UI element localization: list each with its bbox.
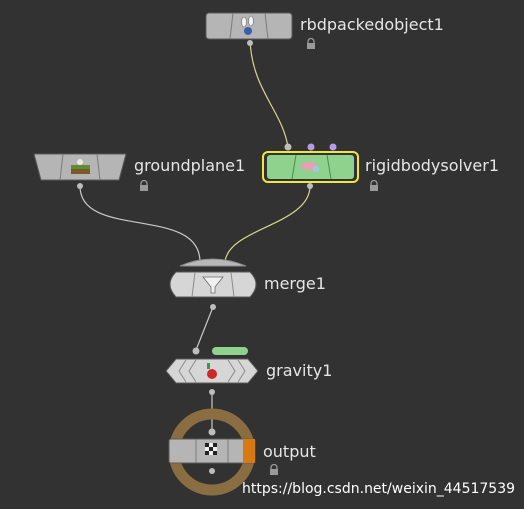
output-connector[interactable] (210, 304, 216, 310)
node-chevrons (178, 359, 187, 383)
node-divider (229, 12, 234, 40)
node-label-rbdpackedobject[interactable]: rbdpackedobject1 (300, 15, 444, 34)
node-label-merge[interactable]: merge1 (264, 274, 326, 293)
node-label-output[interactable]: output (263, 442, 316, 461)
node-output[interactable] (168, 408, 256, 496)
input-connector[interactable] (329, 143, 337, 151)
output-connector[interactable] (307, 183, 313, 189)
output-connector[interactable] (209, 389, 215, 395)
input-bar[interactable] (179, 258, 247, 267)
node-merge[interactable] (169, 258, 257, 310)
wire-groundplane-to-merge[interactable] (79, 185, 201, 263)
output-connector[interactable] (209, 468, 215, 474)
watermark: https://blog.csdn.net/weixin_44517539 (242, 481, 516, 497)
input-connector[interactable] (192, 347, 200, 355)
checkered-flag-icon (205, 443, 217, 455)
wire-solver-to-merge[interactable] (224, 185, 311, 263)
node-chevrons (188, 359, 197, 383)
node-divider (191, 271, 196, 298)
node-gravity[interactable] (165, 347, 259, 395)
input-connector[interactable] (208, 428, 216, 436)
output-connector[interactable] (247, 40, 253, 46)
node-rigidbodysolver[interactable] (262, 143, 359, 190)
lock-icon[interactable] (268, 464, 280, 476)
bowling-pins-icon (241, 15, 254, 35)
node-divider (59, 153, 64, 181)
node-divider (264, 12, 269, 40)
node-chevrons (227, 359, 236, 383)
rigid-body-solver-icon (301, 162, 319, 172)
output-connector[interactable] (77, 183, 83, 189)
node-body[interactable] (205, 12, 293, 40)
output-flag[interactable] (243, 439, 255, 463)
node-divider (230, 271, 235, 298)
wire-merge-to-gravity[interactable] (195, 306, 214, 351)
input-connector[interactable] (284, 143, 292, 151)
gravity-apple-icon (207, 363, 217, 379)
input-bar[interactable] (212, 347, 248, 355)
node-label-rigidbodysolver[interactable]: rigidbodysolver1 (365, 156, 499, 175)
node-label-gravity[interactable]: gravity1 (266, 361, 333, 380)
node-groundplane[interactable] (33, 153, 127, 189)
funnel-icon (202, 276, 224, 294)
ground-plane-icon (71, 159, 90, 174)
lock-icon[interactable] (305, 38, 317, 50)
node-rbdpackedobject[interactable] (205, 12, 293, 46)
node-divider (326, 154, 332, 180)
lock-icon[interactable] (368, 180, 380, 192)
selection-outline (262, 151, 359, 183)
wire-rbdpackedobject-to-solver[interactable] (249, 39, 289, 148)
node-label-groundplane[interactable]: groundplane1 (134, 156, 246, 175)
node-divider (96, 153, 101, 181)
input-connector[interactable] (307, 143, 315, 151)
node-chevrons (237, 359, 246, 383)
node-divider (291, 154, 297, 180)
lock-icon[interactable] (138, 180, 150, 192)
